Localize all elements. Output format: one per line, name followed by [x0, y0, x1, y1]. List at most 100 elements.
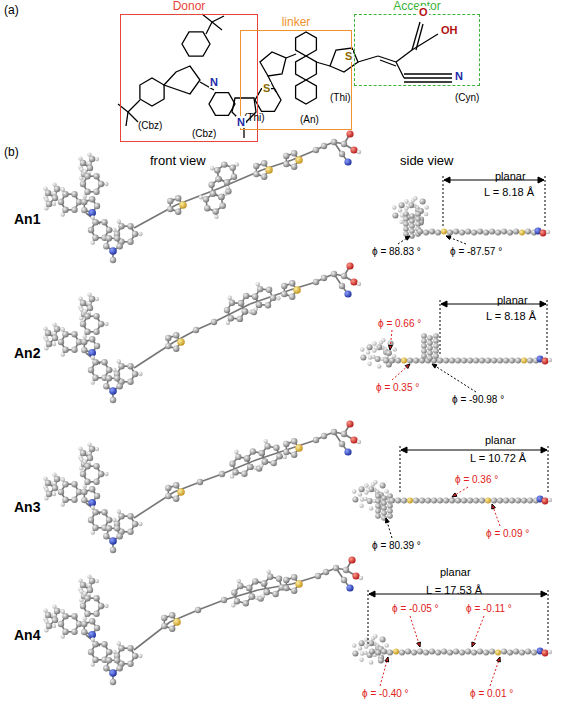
atom-ball [58, 489, 64, 495]
dihedral-angle: ϕ = 0.01 ° [470, 688, 513, 699]
atom-ball [83, 334, 87, 338]
atom-ball [104, 182, 108, 186]
atom-ball [80, 582, 86, 588]
annotation: (An) [300, 114, 319, 125]
atom-ball [373, 634, 377, 638]
atom-ball [471, 230, 477, 236]
atom-ball [110, 547, 116, 553]
atom-ball [489, 648, 495, 654]
dihedral-angle: ϕ = 0.66 ° [378, 318, 421, 329]
drawing-stroke [378, 56, 396, 62]
atom-ball [175, 195, 181, 201]
atom-ball [267, 574, 273, 580]
arrowhead [405, 236, 410, 240]
dimension-arrow [401, 450, 547, 451]
atom-ball [243, 600, 249, 606]
atom-ball [117, 665, 123, 671]
leader-line [380, 657, 388, 686]
atom-ball [83, 309, 87, 313]
atom-ball [323, 569, 329, 575]
atom-ball [229, 300, 235, 306]
atom-ball [358, 492, 362, 496]
atom-ball [103, 383, 109, 389]
atom-ball [244, 455, 250, 461]
atom-ball [387, 513, 393, 519]
atom-ball [331, 139, 337, 145]
atom-ball [80, 160, 86, 166]
atom-ball [106, 227, 112, 233]
atom-ball [419, 498, 425, 504]
atom-ball [399, 220, 403, 224]
annotation: L = 8.18 Å [486, 310, 536, 322]
atom-ball [92, 219, 98, 225]
drawing-stroke [286, 54, 296, 58]
atom-ball [203, 196, 209, 202]
atom-ball [165, 493, 171, 499]
atom-ball [114, 657, 120, 663]
bond-stick [220, 170, 262, 188]
atom-ball [415, 216, 421, 222]
atom-ball [359, 576, 363, 580]
annotation: planar [497, 294, 528, 306]
drawing-stroke [404, 73, 452, 74]
atom-ball [531, 650, 537, 656]
leader-line [492, 504, 500, 526]
atom-ball [88, 209, 96, 217]
atom-ball [243, 293, 249, 299]
atom-ball [425, 498, 431, 504]
atom-ball [377, 364, 381, 368]
atom-ball [447, 650, 453, 656]
atom-ball [89, 156, 95, 162]
atom-ball [91, 355, 95, 359]
atom-ball [407, 498, 413, 504]
atom-ball [114, 235, 120, 241]
atom-ball [52, 485, 58, 491]
atom-ball [346, 262, 353, 269]
atom-ball [88, 227, 94, 233]
atom-ball [360, 347, 364, 351]
atom-ball [350, 146, 357, 153]
atom-ball [173, 346, 179, 352]
atom-ball [429, 648, 435, 654]
atom-ball [54, 326, 60, 332]
atom-ball [453, 648, 459, 654]
atom-ball [276, 296, 280, 300]
atom-ball [350, 278, 357, 285]
atom-ball [395, 498, 401, 504]
atom-ball [331, 271, 337, 277]
dihedral-angle: ϕ = -0.05 ° [392, 603, 439, 614]
atom-ball [403, 221, 409, 227]
atom-ball [477, 228, 483, 234]
atom-ball [433, 348, 439, 354]
annotation: (Thi) [244, 112, 265, 123]
atom-ball [218, 194, 224, 200]
atom-ball [199, 195, 203, 199]
atom-ball [89, 578, 95, 584]
atom-ball [501, 228, 507, 234]
atom-ball [127, 223, 133, 229]
atom-ball [295, 444, 303, 452]
atom-ball [473, 498, 479, 504]
atom-ball [364, 483, 368, 487]
atom-ball [165, 343, 171, 349]
atom-ball [88, 631, 96, 639]
atom-ball [88, 367, 94, 373]
annotation: (Cyn) [455, 92, 479, 103]
atom-ball [249, 593, 255, 599]
atom-ball [93, 463, 99, 469]
atom-ball [104, 322, 108, 326]
atom-ball [127, 379, 133, 385]
atom-ball [264, 589, 270, 595]
atom-ball [81, 207, 87, 213]
atom-ball [256, 282, 260, 286]
atom-ball [224, 179, 230, 185]
atom-ball [339, 283, 345, 289]
atom-ball [138, 654, 142, 658]
atom-ball [80, 471, 86, 477]
atom-ball [357, 150, 361, 154]
atom-ball [447, 230, 453, 236]
atom-ball [84, 329, 90, 335]
annotation: L = 8.18 Å [484, 186, 534, 198]
atom-ball [60, 187, 64, 191]
atom-ball [169, 612, 175, 618]
